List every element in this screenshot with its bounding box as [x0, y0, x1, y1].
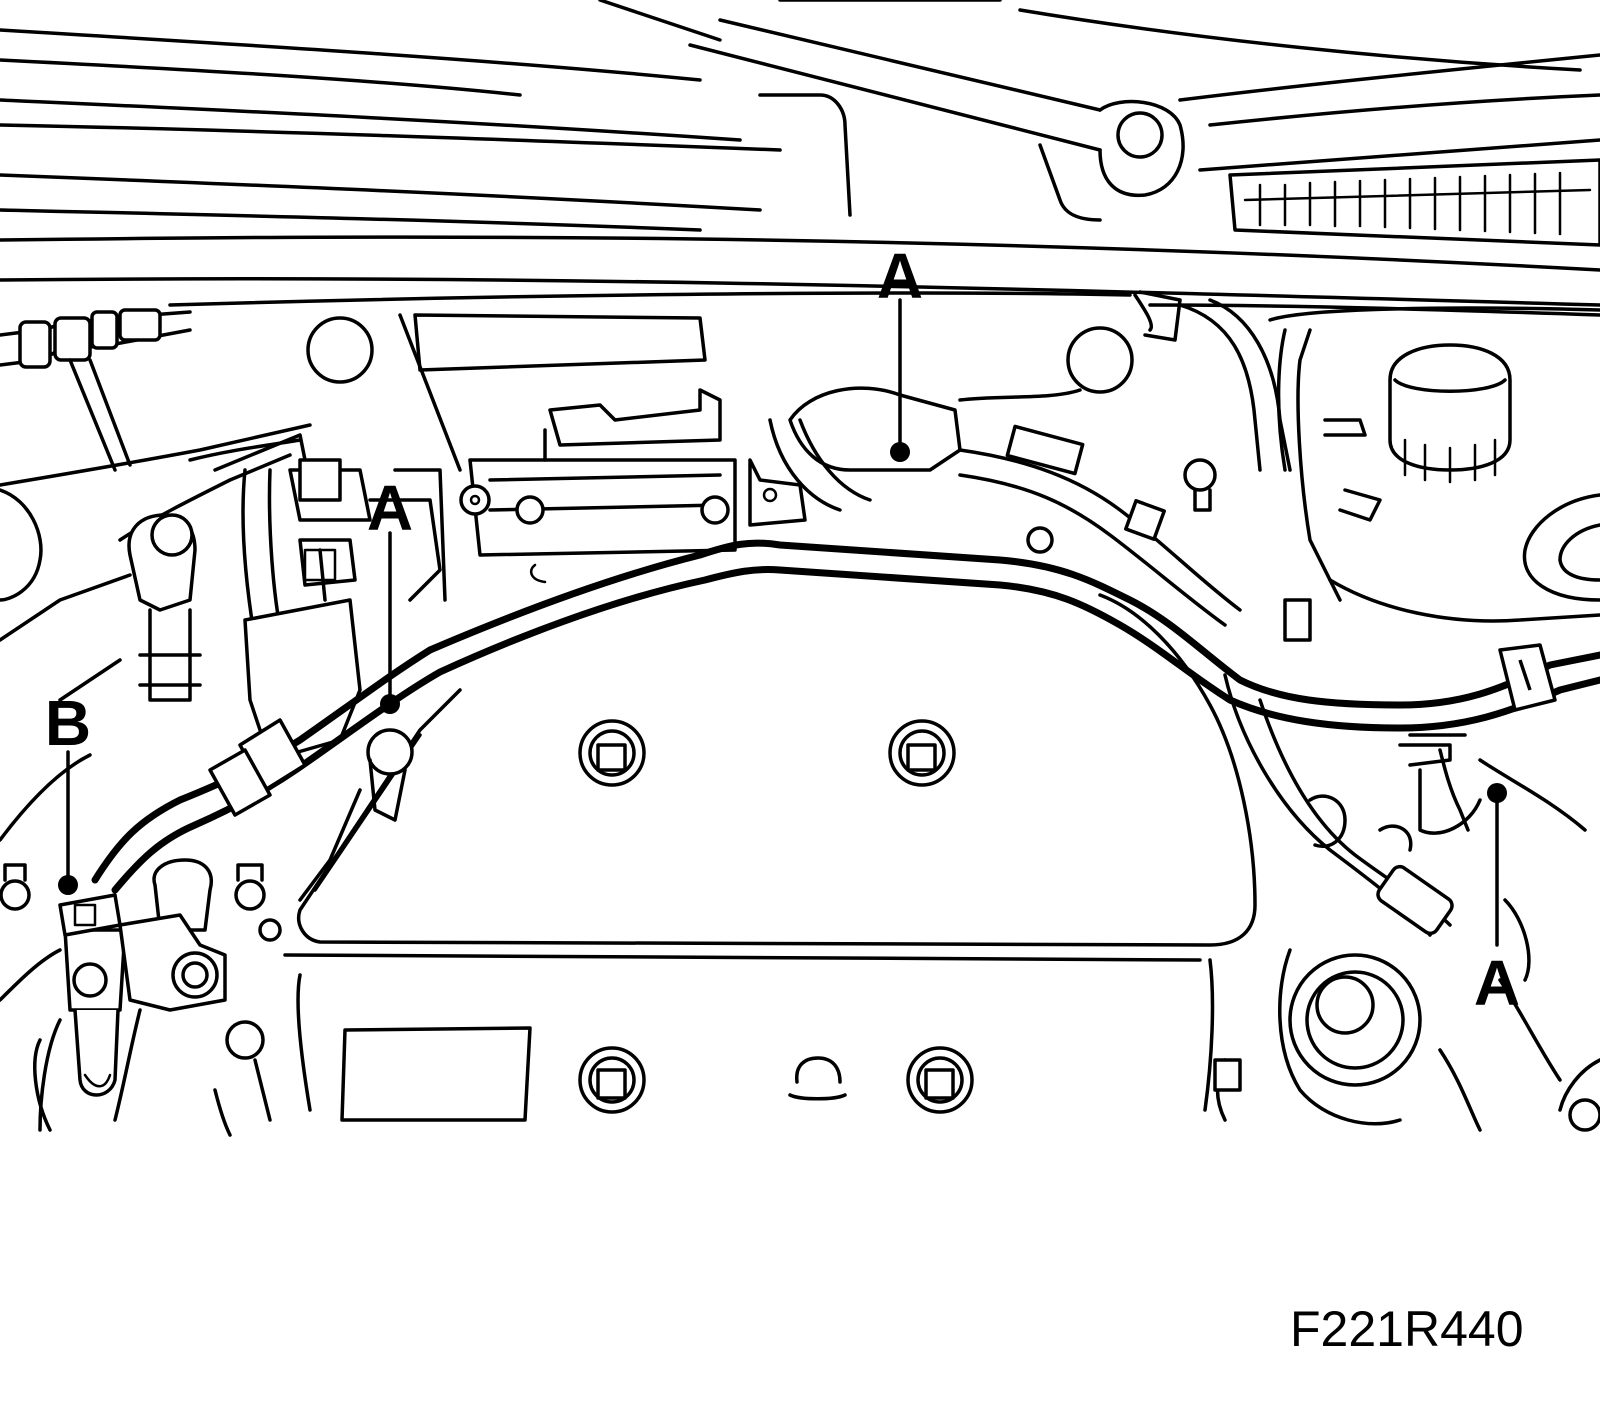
leader-dot-a-top — [890, 442, 910, 462]
engine-cover — [297, 593, 1257, 947]
wiring-harness — [91, 539, 1600, 937]
callout-b: B — [45, 687, 91, 759]
coolant-reservoir — [1268, 306, 1600, 623]
throttle-body — [241, 458, 447, 762]
centre-sensor-hoses — [768, 290, 1312, 642]
callout-a-right: A — [1474, 947, 1520, 1019]
callout-letters: A A A B — [45, 240, 1520, 1019]
leader-dot-a-right — [1487, 783, 1507, 803]
hood-and-wiper-area — [0, 0, 1600, 317]
intake-bracket — [413, 313, 807, 584]
figure-code: F221R440 — [1290, 1301, 1524, 1357]
right-lower-block — [1213, 794, 1600, 1132]
lower-engine-block — [283, 953, 1215, 1122]
callout-a-left: A — [367, 472, 413, 544]
top-left-cable — [0, 308, 192, 472]
callout-a-top: A — [877, 240, 923, 312]
leader-dot-b — [58, 875, 78, 895]
left-structure — [0, 313, 462, 702]
leader-dot-a-left — [380, 694, 400, 714]
left-lower-block — [0, 753, 282, 1137]
callout-leaders — [58, 298, 1507, 947]
